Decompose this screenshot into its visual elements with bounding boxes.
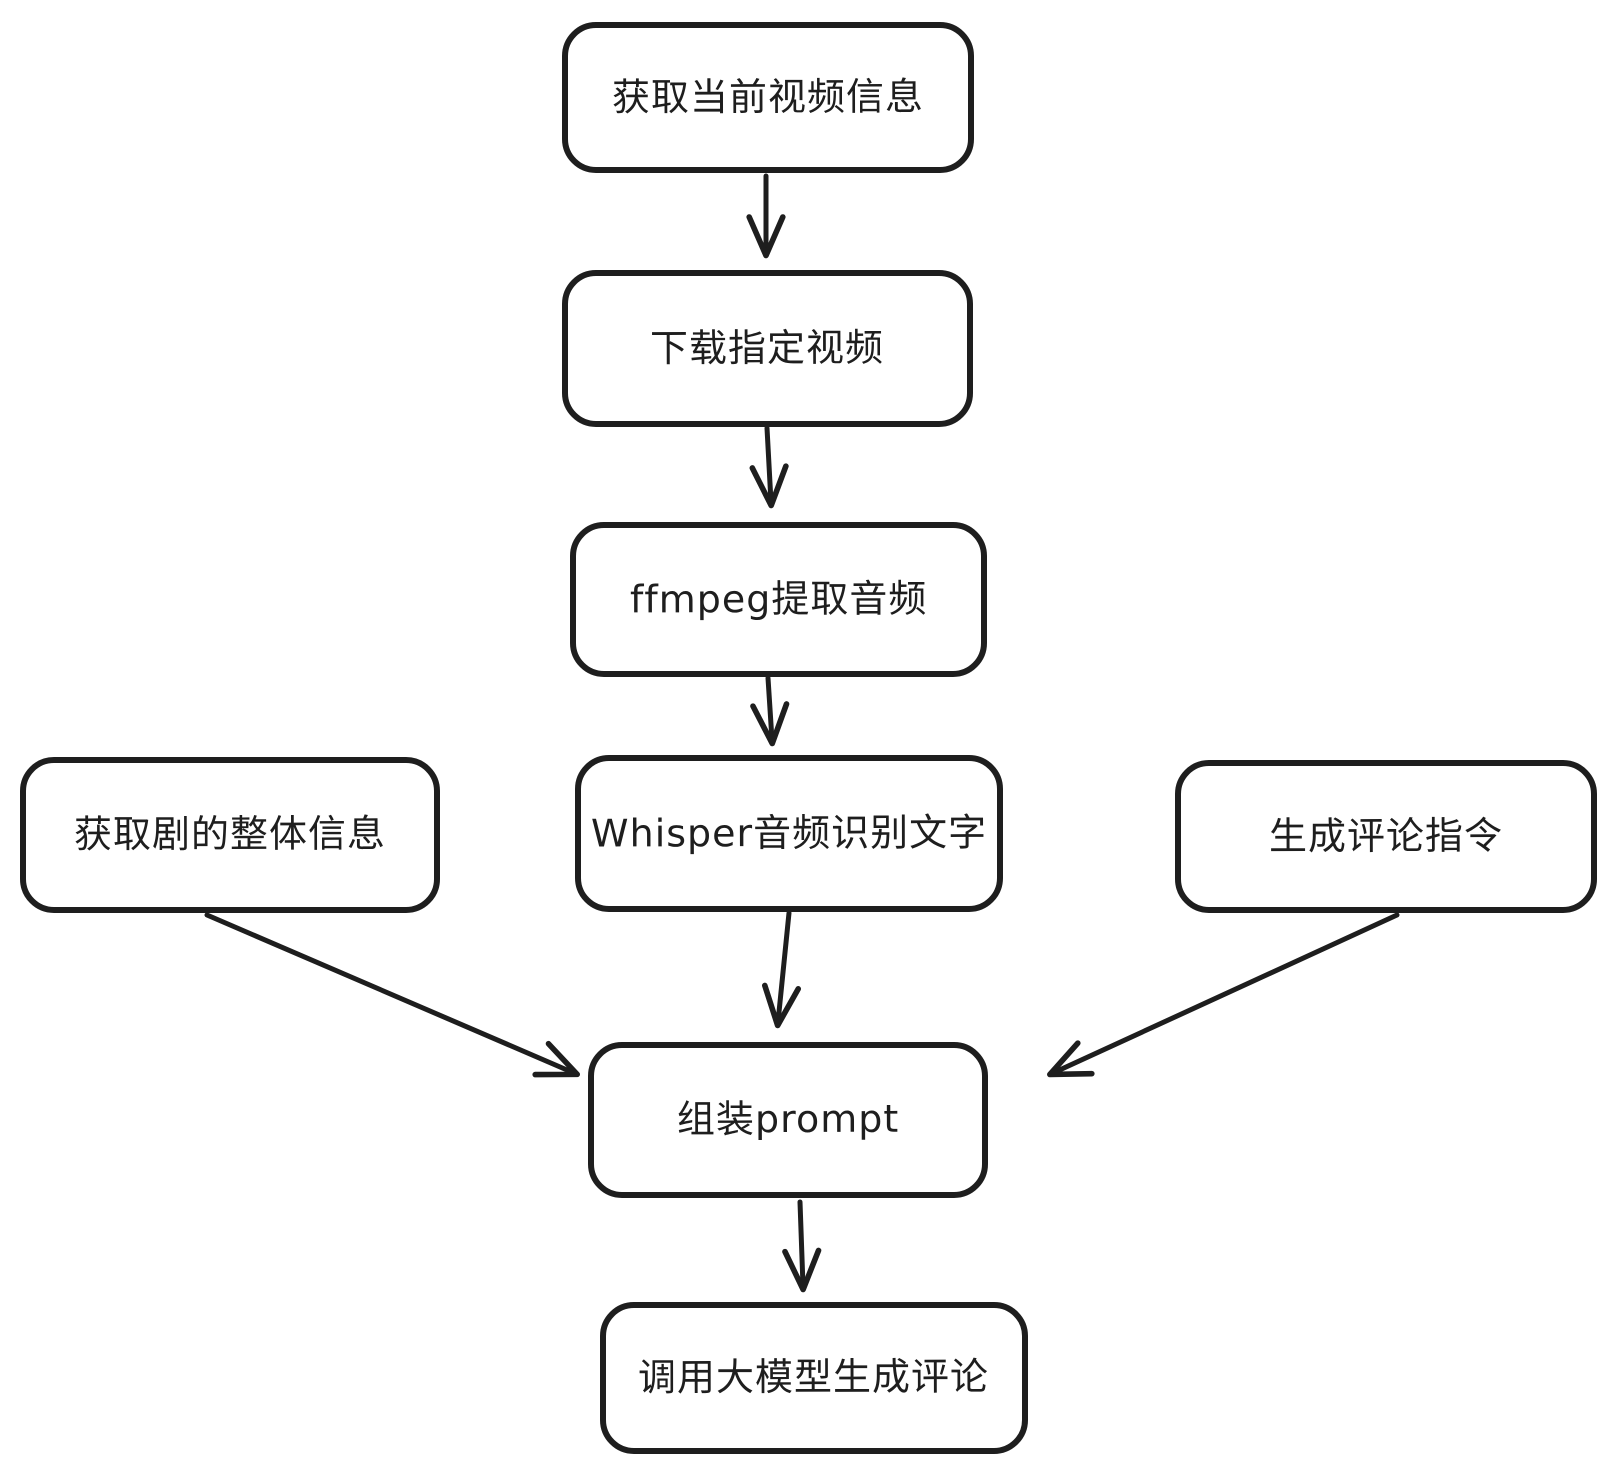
node-download-video-label: 下载指定视频 bbox=[650, 325, 885, 371]
node-whisper-asr: Whisper音频识别文字 bbox=[575, 755, 1003, 912]
arrow-download-video-to-ffmpeg-extract-audio bbox=[749, 425, 789, 509]
node-ffmpeg-extract-audio: ffmpeg提取音频 bbox=[570, 522, 987, 677]
arrow-whisper-asr-to-assemble-prompt bbox=[761, 910, 802, 1029]
node-generate-comment-instruction-label: 生成评论指令 bbox=[1268, 813, 1504, 859]
arrow-generate-comment-instruction-to-assemble-prompt bbox=[1047, 912, 1400, 1078]
node-assemble-prompt: 组装prompt bbox=[588, 1042, 988, 1198]
node-download-video: 下载指定视频 bbox=[562, 270, 973, 427]
node-get-drama-info-label: 获取剧的整体信息 bbox=[73, 811, 387, 857]
arrow-get-drama-info-to-assemble-prompt bbox=[204, 912, 581, 1078]
node-get-current-video-info-label: 获取当前视频信息 bbox=[611, 74, 925, 120]
node-ffmpeg-extract-audio-label: ffmpeg提取音频 bbox=[629, 576, 928, 622]
node-call-llm-generate-comment-label: 调用大模型生成评论 bbox=[638, 1354, 990, 1400]
node-get-drama-info: 获取剧的整体信息 bbox=[20, 757, 440, 913]
node-call-llm-generate-comment: 调用大模型生成评论 bbox=[600, 1302, 1028, 1454]
node-assemble-prompt-label: 组装prompt bbox=[676, 1096, 900, 1142]
node-whisper-asr-label: Whisper音频识别文字 bbox=[590, 810, 988, 856]
arrow-ffmpeg-extract-audio-to-whisper-asr bbox=[750, 675, 790, 747]
arrow-assemble-prompt-to-call-llm-generate-comment bbox=[782, 1199, 822, 1293]
node-get-current-video-info: 获取当前视频信息 bbox=[562, 22, 974, 173]
node-generate-comment-instruction: 生成评论指令 bbox=[1175, 760, 1597, 913]
